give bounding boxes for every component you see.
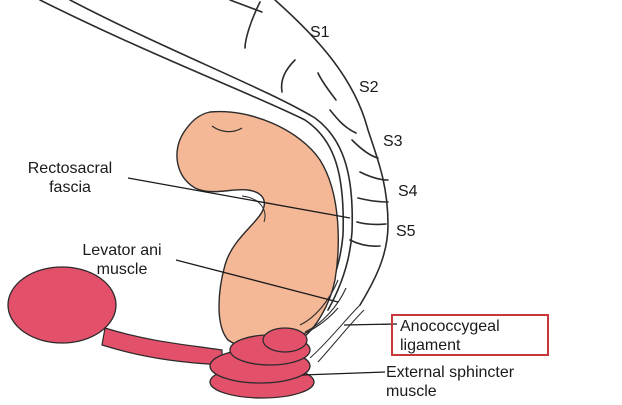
label-anococcygeal-line1: Anococcygeal [400,318,500,335]
label-rectosacral-fascia-line2: fascia [49,179,91,196]
rectum-inner-line [241,195,266,223]
segment-label-s2: S2 [359,79,379,96]
sacrum-coccyx [39,0,389,311]
label-anococcygeal-ligament: Anococcygeal ligament [400,317,500,355]
rectum-fold-line [211,125,243,133]
label-levator-ani-muscle: Levator ani muscle [72,241,172,279]
leader-anococcygeal [343,323,398,326]
leader-lines [127,177,398,376]
rectum [176,110,339,350]
leader-external-sphincter [301,371,386,376]
perineal-body-strip [101,327,223,366]
segment-label-s4: S4 [398,183,418,200]
external-sphincter [209,327,315,399]
label-external-sphincter-muscle: External sphincter muscle [386,363,514,401]
label-levator-ani-line1: Levator ani [82,242,162,259]
label-external-sphincter-line1: External sphincter [386,364,515,381]
label-rectosacral-fascia: Rectosacral fascia [18,159,122,197]
segment-label-s1: S1 [310,24,330,41]
leader-levator-ani [175,259,339,303]
segment-label-s5: S5 [396,223,416,240]
label-levator-ani-line2: muscle [96,261,148,278]
perineal-muscle [7,266,117,344]
segment-label-s3: S3 [383,133,403,150]
label-external-sphincter-line2: muscle [386,383,437,400]
label-rectosacral-fascia-line1: Rectosacral [27,160,113,177]
leader-rectosacral-fascia [127,177,351,219]
anococcygeal-highlight-box [391,314,549,356]
label-anococcygeal-line2: ligament [400,337,461,354]
anococcygeal-ligament-fibres [309,304,365,363]
